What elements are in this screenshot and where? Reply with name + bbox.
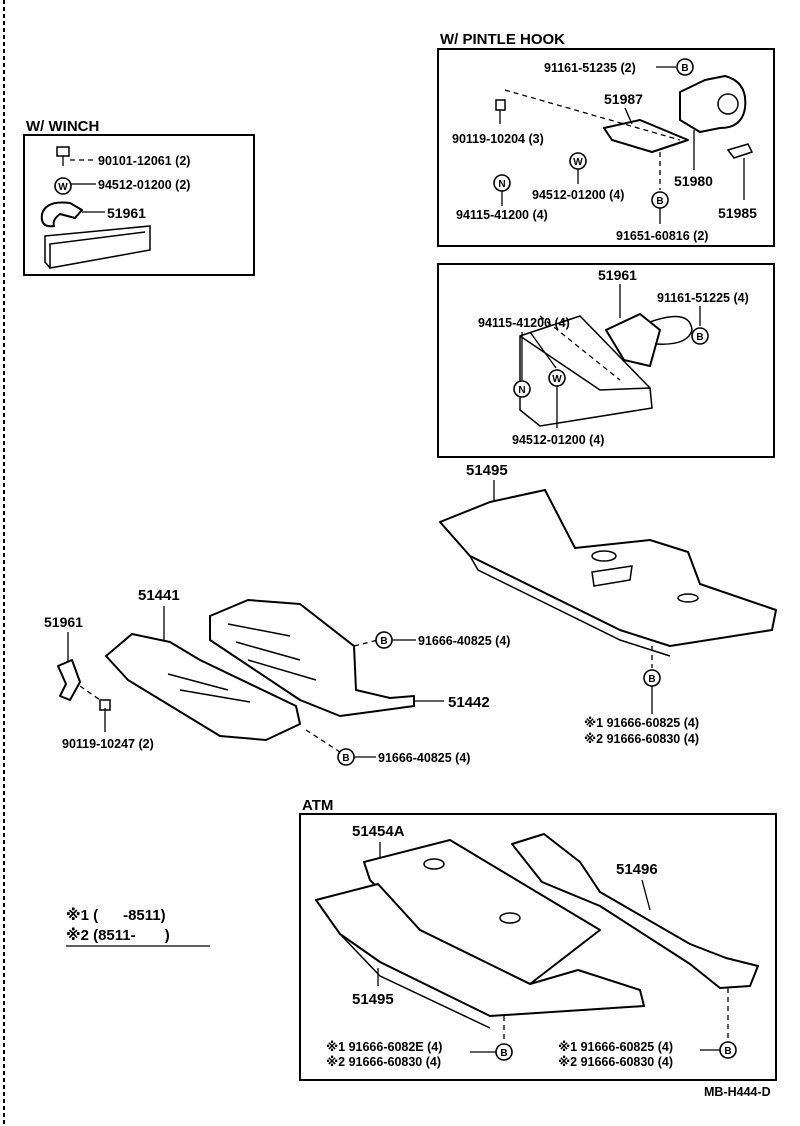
- svg-text:N: N: [498, 179, 505, 190]
- nut-badge: N: [513, 380, 531, 398]
- label-winch-washer: 94512-01200 (2): [98, 178, 190, 192]
- winch-bracket-shape: [44, 225, 151, 269]
- svg-text:B: B: [724, 1046, 731, 1057]
- guard-51442-shape: [209, 599, 415, 717]
- svg-text:N: N: [518, 385, 525, 396]
- nut-badge: N: [493, 174, 511, 192]
- label-atm-left-2: ※2 91666-60830 (4): [326, 1055, 441, 1069]
- guard-51495-shape: [439, 489, 777, 647]
- label-bolt-bottom-mid: 91666-40825 (4): [378, 751, 470, 765]
- section-title-atm: ATM: [302, 797, 333, 814]
- small-bolt-icon: [495, 99, 506, 124]
- label-pintle-hook: 51980: [674, 173, 713, 189]
- washer-badge: W: [54, 177, 72, 195]
- svg-text:B: B: [696, 332, 703, 343]
- label-pintle-bolt-small: 90119-10204 (3): [452, 132, 544, 146]
- label-guard-51441: 51441: [138, 587, 180, 604]
- legend-line-2: ※2 (8511- ): [66, 926, 170, 944]
- svg-text:B: B: [500, 1048, 507, 1059]
- section-title-pintle: W/ PINTLE HOOK: [440, 31, 565, 48]
- bolt-badge: B: [643, 669, 661, 687]
- atm-guard-51495-shape: [315, 883, 645, 1017]
- front-hook-shape: [57, 659, 81, 701]
- label-bolt-right-1: ※1 91666-60825 (4): [584, 716, 699, 730]
- bolt-badge: B: [719, 1041, 737, 1059]
- pintle-bracket-shape: [603, 119, 689, 153]
- bolt-badge: B: [495, 1043, 513, 1061]
- svg-text:B: B: [648, 674, 655, 685]
- label-bolt-top-mid: 91666-40825 (4): [418, 634, 510, 648]
- section-title-winch: W/ WINCH: [26, 118, 99, 135]
- pintle-pin-shape: [726, 143, 754, 159]
- label-hook2-bolt: 91161-51225 (4): [657, 291, 749, 305]
- label-winch-hook: 51961: [107, 205, 146, 221]
- guard-51441-shape: [105, 633, 301, 741]
- label-guard-51495: 51495: [466, 462, 508, 479]
- label-winch-bolt: 90101-12061 (2): [98, 154, 190, 168]
- svg-text:B: B: [342, 753, 349, 764]
- label-atm-51495: 51495: [352, 991, 394, 1008]
- svg-text:W: W: [58, 182, 68, 193]
- svg-text:B: B: [380, 636, 387, 647]
- hook-frame: [437, 263, 775, 458]
- label-front-bolt: 90119-10247 (2): [62, 737, 154, 751]
- bolt-badge: B: [691, 327, 709, 345]
- winch-frame: [23, 134, 255, 276]
- label-pintle-bolt-bottom: 91651-60816 (2): [616, 229, 708, 243]
- diagram-code: MB-H444-D: [704, 1085, 771, 1099]
- label-atm-left-1: ※1 91666-6082E (4): [326, 1040, 442, 1054]
- winch-hook-shape: [40, 201, 83, 228]
- legend-line-1: ※1 ( -8511): [66, 906, 166, 924]
- pintle-hook-shape: [679, 75, 747, 133]
- svg-text:W: W: [573, 157, 583, 168]
- svg-text:W: W: [552, 374, 562, 385]
- atm-guard-51496-shape: [511, 833, 759, 989]
- label-pintle-pin: 51985: [718, 205, 757, 221]
- label-atm-51454a: 51454A: [352, 823, 405, 840]
- washer-badge: W: [548, 369, 566, 387]
- label-front-hook: 51961: [44, 614, 83, 630]
- svg-text:B: B: [656, 196, 663, 207]
- label-pintle-bracket: 51987: [604, 91, 643, 107]
- hook2-shape: [605, 313, 661, 367]
- label-hook2-washer: 94512-01200 (4): [512, 433, 604, 447]
- bolt-badge: B: [375, 631, 393, 649]
- label-atm-right-1: ※1 91666-60825 (4): [558, 1040, 673, 1054]
- bolt-badge: B: [651, 191, 669, 209]
- label-pintle-washer: 94512-01200 (4): [532, 188, 624, 202]
- label-guard-51442: 51442: [448, 694, 490, 711]
- atm-frame: [299, 813, 777, 1081]
- bolt-badge: B: [337, 748, 355, 766]
- label-atm-51496: 51496: [616, 861, 658, 878]
- washer-badge: W: [569, 152, 587, 170]
- label-bolt-right-2: ※2 91666-60830 (4): [584, 732, 699, 746]
- label-hook2-nut: 94115-41200 (4): [478, 316, 570, 330]
- bolt-badge: B: [676, 58, 694, 76]
- svg-text:B: B: [681, 63, 688, 74]
- winch-bolt-icon: [56, 146, 70, 166]
- label-atm-right-2: ※2 91666-60830 (4): [558, 1055, 673, 1069]
- label-pintle-nut: 94115-41200 (4): [456, 208, 548, 222]
- label-hook2: 51961: [598, 267, 637, 283]
- label-pintle-bolt-top: 91161-51235 (2): [544, 61, 636, 75]
- pintle-frame: [437, 48, 775, 247]
